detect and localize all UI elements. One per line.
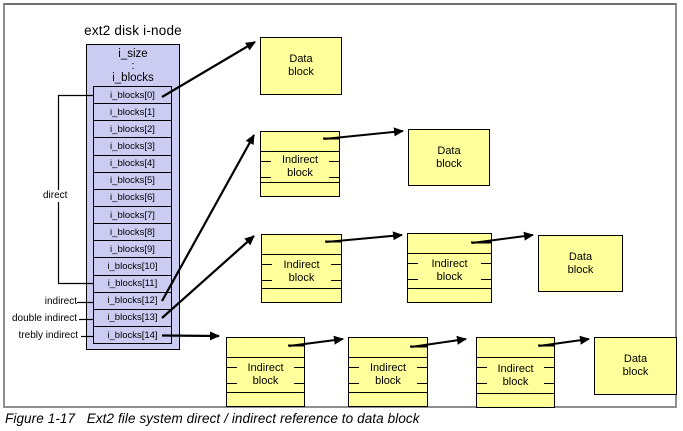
inode-cell-13: i_blocks[13] [93, 308, 172, 327]
label-direct: direct [41, 190, 70, 202]
block-tick [329, 161, 339, 162]
block-tick [261, 161, 271, 162]
block-tick [481, 279, 491, 280]
block-tick [331, 264, 341, 265]
inode-cell-3: i_blocks[3] [93, 137, 172, 156]
indirect-block-4a: Indirect block [226, 337, 305, 407]
block-tick [477, 383, 487, 384]
block-tick [544, 383, 554, 384]
inode-table: i_size : i_blocks i_blocks[0] i_blocks[1… [86, 44, 180, 350]
block-tick [544, 367, 554, 368]
block-tick [349, 383, 359, 384]
block-divider [262, 254, 341, 255]
inode-cell-14: i_blocks[14] [93, 325, 172, 345]
block-divider [408, 253, 491, 254]
block-divider [477, 393, 554, 394]
block-tick [294, 383, 304, 384]
inode-cell-4: i_blocks[4] [93, 154, 172, 173]
block-label: Indirect block [431, 258, 468, 283]
block-tick [329, 177, 339, 178]
block-label: Indirect block [247, 362, 284, 387]
inode-cell-12: i_blocks[12] [93, 291, 172, 310]
block-label: Data block [622, 353, 649, 378]
block-tick [262, 280, 272, 281]
block-label: Data block [436, 144, 462, 170]
data-block-1: Data block [260, 37, 342, 95]
block-label: Indirect block [497, 362, 534, 388]
figure-caption: Figure 1-17 Ext2 file system direct / in… [5, 411, 420, 426]
block-tick [417, 383, 427, 384]
block-tick [481, 263, 491, 264]
block-label: Data block [567, 250, 594, 276]
block-tick [408, 279, 418, 280]
inode-title: ext2 disk i-node [84, 23, 182, 38]
block-tick [417, 367, 427, 368]
block-divider [408, 288, 491, 289]
inode-cell-9: i_blocks[9] [93, 240, 172, 259]
data-block-2: Data block [408, 129, 490, 186]
block-tick [294, 367, 304, 368]
block-tick [331, 280, 341, 281]
inode-field-isize: i_size [118, 48, 148, 60]
indirect-block-2a: Indirect block [260, 131, 340, 197]
block-label: Indirect block [283, 258, 320, 284]
inode-cell-1: i_blocks[1] [93, 103, 172, 122]
block-tick [262, 264, 272, 265]
indirect-block-4c: Indirect block [476, 337, 555, 408]
inode-cell-11: i_blocks[11] [93, 274, 172, 293]
inode-cell-0: i_blocks[0] [93, 86, 172, 105]
inode-field-ellipsis: : [131, 60, 135, 72]
block-label: Indirect block [281, 154, 319, 179]
block-divider [349, 392, 427, 393]
data-block-4: Data block [594, 337, 677, 395]
indirect-block-3b: Indirect block [407, 233, 492, 303]
block-divider [227, 392, 304, 393]
block-divider [261, 182, 339, 183]
block-tick [227, 367, 237, 368]
block-divider [261, 151, 339, 152]
block-divider [477, 357, 554, 358]
label-double-indirect: double indirect [11, 313, 77, 324]
inode-cell-5: i_blocks[5] [93, 171, 172, 190]
block-tick [261, 177, 271, 178]
diagram-frame: ext2 disk i-node i_size : i_blocks i_blo… [3, 3, 677, 408]
block-divider [349, 357, 427, 358]
inode-cell-7: i_blocks[7] [93, 205, 172, 225]
data-block-3: Data block [538, 235, 623, 292]
indirect-block-4b: Indirect block [348, 337, 428, 407]
block-tick [477, 367, 487, 368]
block-tick [408, 263, 418, 264]
inode-field-iblocks: i_blocks [112, 72, 154, 84]
inode-cell-8: i_blocks[8] [93, 223, 172, 242]
block-tick [227, 383, 237, 384]
block-divider [262, 288, 341, 289]
inode-cell-2: i_blocks[2] [93, 120, 172, 139]
label-indirect: indirect [44, 296, 77, 307]
block-tick [349, 367, 359, 368]
inode-cell-list: i_blocks[0] i_blocks[1] i_blocks[2] i_bl… [93, 86, 172, 345]
inode-header: i_size : i_blocks [87, 47, 179, 86]
indirect-block-3a: Indirect block [261, 234, 342, 303]
label-trebly-indirect: trebly indirect [18, 330, 78, 341]
block-divider [227, 357, 304, 358]
block-label: Indirect block [369, 362, 407, 387]
inode-cell-6: i_blocks[6] [93, 188, 172, 207]
block-label: Data block [288, 53, 314, 78]
inode-cell-10: i_blocks[10] [93, 257, 172, 276]
